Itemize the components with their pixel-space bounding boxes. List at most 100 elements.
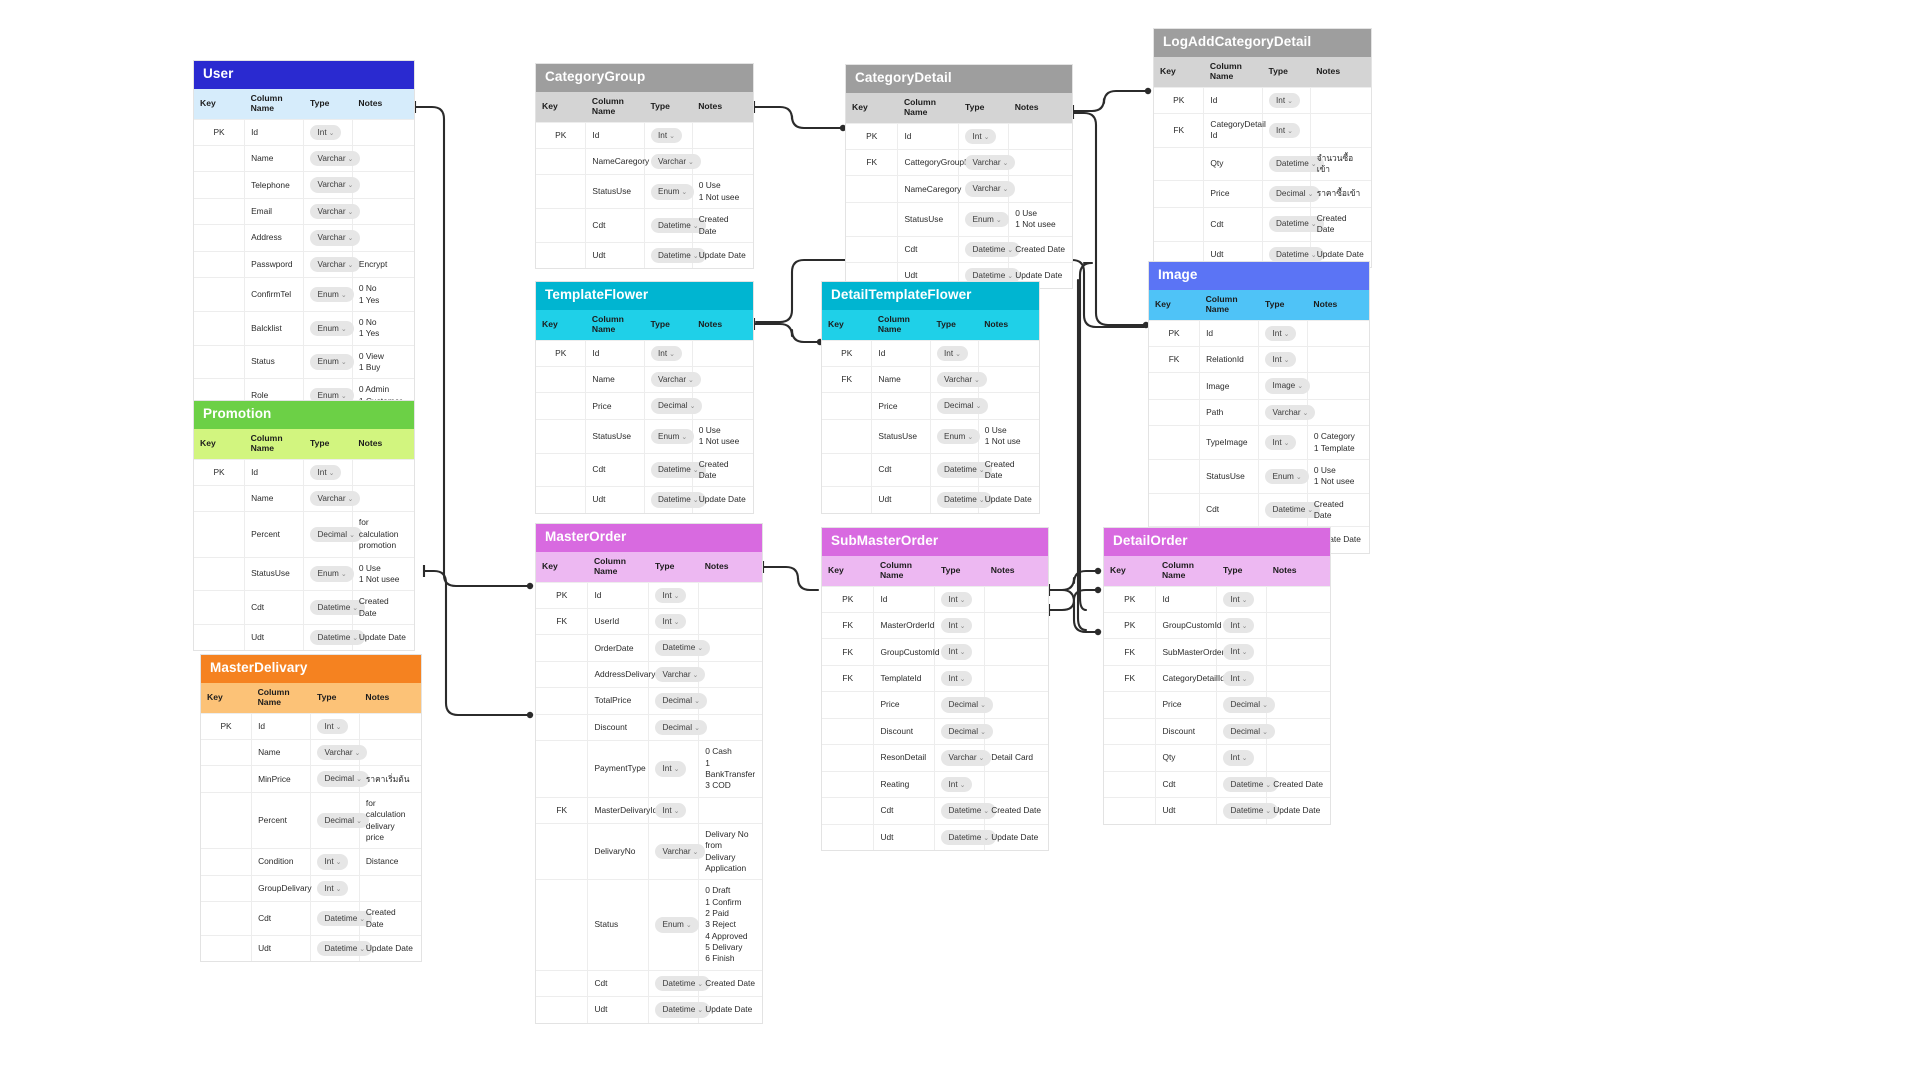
type-select[interactable]: Datetime⌄ xyxy=(310,599,366,616)
type-select[interactable]: Decimal⌄ xyxy=(1223,723,1275,740)
type-select[interactable]: Enum⌄ xyxy=(650,184,695,200)
type-select[interactable]: Int⌄ xyxy=(655,614,687,630)
type-select[interactable]: Varchar⌄ xyxy=(310,230,361,246)
type-select[interactable]: Varchar⌄ xyxy=(310,177,361,193)
type-select[interactable]: Varchar⌄ xyxy=(650,372,701,388)
type-select[interactable]: Int⌄ xyxy=(936,345,968,362)
type-select[interactable]: Datetime⌄ xyxy=(317,940,373,957)
type-select[interactable]: Int⌄ xyxy=(941,591,973,608)
type-select[interactable]: Datetime⌄ xyxy=(936,492,992,508)
type-select[interactable]: Int⌄ xyxy=(941,670,973,687)
type-select[interactable]: Datetime⌄ xyxy=(655,640,711,656)
type-select[interactable]: Int⌄ xyxy=(1223,750,1255,766)
type-select[interactable]: Datetime⌄ xyxy=(655,1002,711,1018)
type-select[interactable]: Datetime⌄ xyxy=(1268,216,1324,232)
type-select[interactable]: Int⌄ xyxy=(317,880,349,897)
type-select[interactable]: Int⌄ xyxy=(317,854,349,870)
type-select[interactable]: Varchar⌄ xyxy=(310,203,361,220)
type-select[interactable]: Varchar⌄ xyxy=(655,666,706,683)
type-select[interactable]: Int⌄ xyxy=(1265,352,1297,368)
type-select[interactable]: Int⌄ xyxy=(655,802,687,819)
type-select[interactable]: Varchar⌄ xyxy=(655,844,706,860)
type-select[interactable]: Datetime⌄ xyxy=(1265,502,1321,518)
type-select[interactable]: Int⌄ xyxy=(1265,434,1297,451)
type-select[interactable]: Decimal⌄ xyxy=(650,398,703,414)
type-select[interactable]: Int⌄ xyxy=(965,128,997,145)
type-select[interactable]: Int⌄ xyxy=(1223,670,1255,687)
type-select[interactable]: Enum⌄ xyxy=(310,320,354,336)
type-select[interactable]: Decimal⌄ xyxy=(936,398,989,414)
type-select[interactable]: Int⌄ xyxy=(655,761,687,777)
type-select[interactable]: Datetime⌄ xyxy=(941,829,997,845)
type-select[interactable]: Int⌄ xyxy=(941,618,973,634)
type-select[interactable]: Datetime⌄ xyxy=(655,975,711,992)
type-select[interactable]: Int⌄ xyxy=(1268,122,1300,139)
type-select[interactable]: Datetime⌄ xyxy=(317,910,373,927)
type-select[interactable]: Datetime⌄ xyxy=(965,241,1021,258)
type-select[interactable]: Enum⌄ xyxy=(936,428,981,444)
type-select[interactable]: Int⌄ xyxy=(1223,618,1255,634)
type-select[interactable]: Int⌄ xyxy=(1265,325,1297,342)
type-select[interactable]: Enum⌄ xyxy=(310,354,354,370)
type-select[interactable]: Decimal⌄ xyxy=(655,719,707,736)
type-select[interactable]: Varchar⌄ xyxy=(310,256,361,273)
type-select[interactable]: Enum⌄ xyxy=(655,917,699,933)
type-select[interactable]: Enum⌄ xyxy=(965,211,1009,227)
type-select[interactable]: Decimal⌄ xyxy=(310,526,362,543)
type-select[interactable]: Decimal⌄ xyxy=(941,723,993,740)
